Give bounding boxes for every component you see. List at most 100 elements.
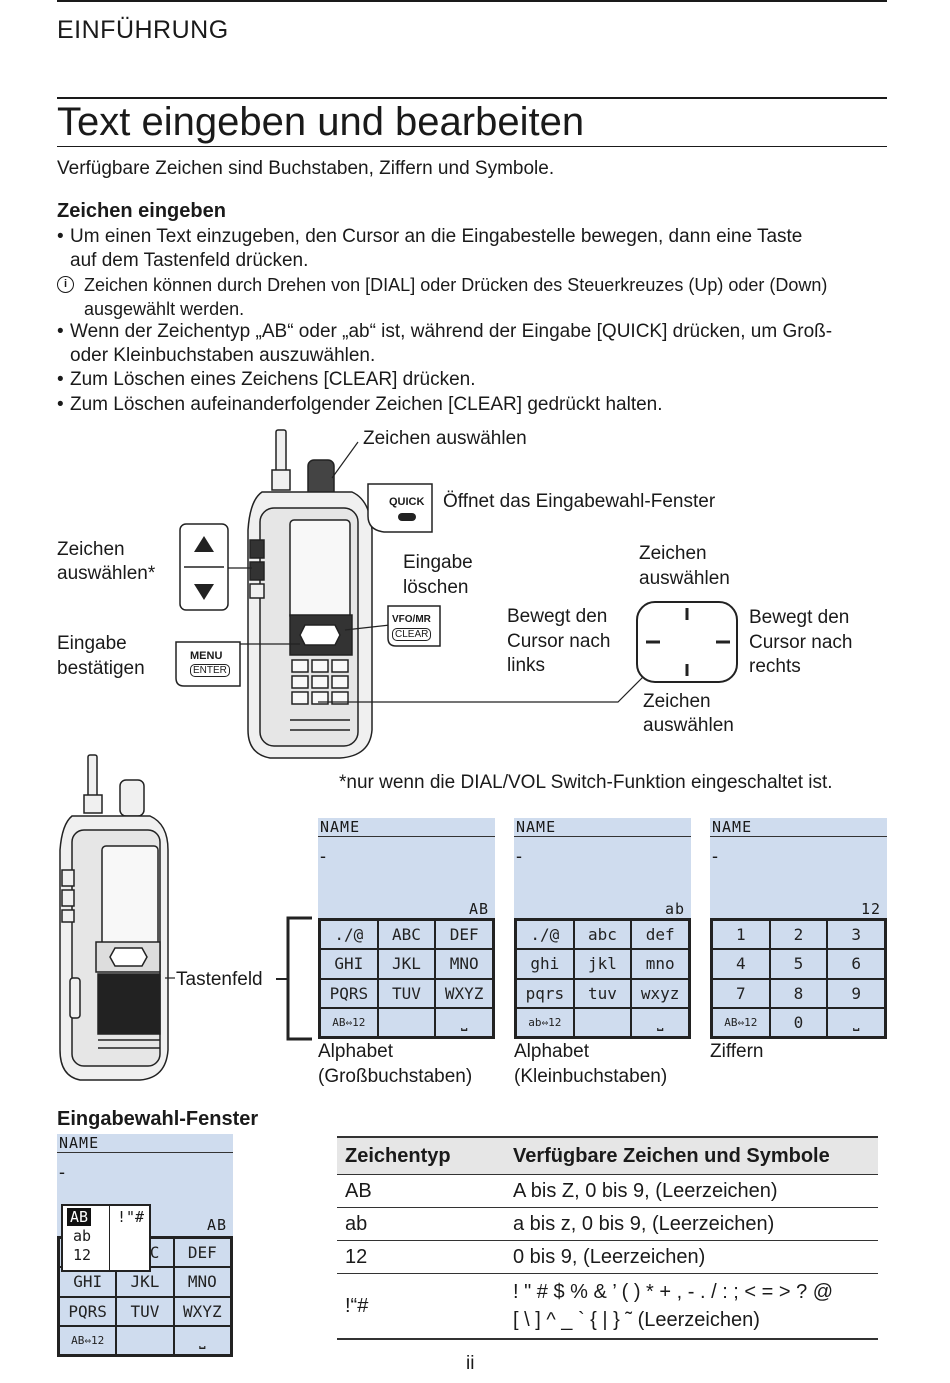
divider xyxy=(710,836,887,837)
right-label-1: Bewegt den xyxy=(749,607,850,628)
key[interactable]: 3 xyxy=(828,921,884,949)
key[interactable]: 5 xyxy=(770,950,827,978)
key[interactable]: JKL xyxy=(117,1268,173,1296)
caption-lowercase-2: (Kleinbuchstaben) xyxy=(514,1066,668,1087)
key[interactable]: PQRS xyxy=(321,979,377,1007)
key[interactable]: PQRS xyxy=(60,1297,116,1325)
title-rule-top xyxy=(57,97,887,99)
mode-switch-key[interactable]: AB⇔12 xyxy=(60,1326,116,1354)
menu-label-1: Eingabe xyxy=(57,633,127,654)
left-label-2: Cursor nach xyxy=(507,631,611,652)
key[interactable]: TUV xyxy=(378,979,435,1007)
key[interactable]: pqrs xyxy=(517,979,573,1007)
popup-option-symbols[interactable]: !"# xyxy=(117,1208,145,1226)
space-key[interactable]: ⎵ xyxy=(828,1008,884,1036)
key[interactable]: 0 xyxy=(770,1008,827,1036)
mode-indicator: AB xyxy=(468,900,489,918)
space-key[interactable]: ⎵ xyxy=(436,1008,492,1036)
popup-option-ab[interactable]: ab xyxy=(73,1227,92,1245)
space-key[interactable]: ⎵ xyxy=(632,1008,688,1036)
mode-switch-key[interactable]: AB⇔12 xyxy=(321,1008,377,1036)
key[interactable]: def xyxy=(632,921,688,949)
clear-label-1: Eingabe xyxy=(403,552,473,573)
quick-label: Öffnet das Eingabewahl-Fenster xyxy=(443,491,716,512)
radio-illustration-small xyxy=(59,754,175,1081)
key[interactable]: ./@ xyxy=(321,921,377,949)
key[interactable]: ghi xyxy=(517,950,573,978)
cursor: - xyxy=(516,846,522,866)
key[interactable] xyxy=(574,1008,631,1036)
lcd-screen-lowercase: NAME - ab ./@ abc def ghi jkl mno pqrs t… xyxy=(514,818,691,1039)
side-label-2: auswählen* xyxy=(57,563,156,584)
chars-line-2: [ \ ] ^ _ ` { | } ˜ (Leerzeichen) xyxy=(513,1309,760,1331)
page-number: ii xyxy=(466,1353,475,1374)
key[interactable]: 4 xyxy=(713,950,769,978)
table-row: AB A bis Z, 0 bis 9, (Leerzeichen) xyxy=(337,1174,878,1208)
left-label-3: links xyxy=(507,655,546,676)
key[interactable]: 9 xyxy=(828,979,884,1007)
key[interactable]: 1 xyxy=(713,921,769,949)
lcd-screen-uppercase: NAME - AB ./@ ABC DEF GHI JKL MNO PQRS T… xyxy=(318,818,495,1039)
key[interactable]: 7 xyxy=(713,979,769,1007)
key[interactable]: MNO xyxy=(174,1268,230,1296)
key[interactable] xyxy=(378,1008,435,1036)
key[interactable]: abc xyxy=(574,921,631,949)
key[interactable]: GHI xyxy=(321,950,377,978)
radio-illustration-large xyxy=(175,429,738,759)
table-row: ab a bis z, 0 bis 9, (Leerzeichen) xyxy=(337,1207,878,1241)
select-window-heading: Eingabewahl-Fenster xyxy=(57,1108,259,1130)
type-select-popup: AB ab 12 !"# xyxy=(61,1204,151,1272)
page-title: Text eingeben und bearbeiten xyxy=(57,100,585,144)
key[interactable]: ABC xyxy=(378,921,435,949)
bullet-dot: • xyxy=(57,369,64,390)
key[interactable]: JKL xyxy=(378,950,435,978)
table-row: !“# ! " # $ % & ’ ( ) * + , - . / : ; < … xyxy=(337,1273,878,1340)
key[interactable]: WXYZ xyxy=(436,979,492,1007)
up-label-2: auswählen xyxy=(639,568,730,589)
type-cell: ab xyxy=(337,1207,505,1241)
clear-label-2: löschen xyxy=(403,577,469,598)
menu-key-label-1: MENU xyxy=(190,650,223,662)
type-cell: !“# xyxy=(337,1273,505,1340)
key[interactable]: 8 xyxy=(770,979,827,1007)
key[interactable]: TUV xyxy=(117,1297,173,1325)
chars-cell: a bis z, 0 bis 9, (Leerzeichen) xyxy=(505,1207,878,1241)
key[interactable]: tuv xyxy=(574,979,631,1007)
mode-switch-key[interactable]: ab⇔12 xyxy=(517,1008,573,1036)
key[interactable]: wxyz xyxy=(632,979,688,1007)
key[interactable]: WXYZ xyxy=(174,1297,230,1325)
menu-key-label-2: ENTER xyxy=(190,664,230,677)
key[interactable]: MNO xyxy=(436,950,492,978)
key[interactable]: 2 xyxy=(770,921,827,949)
clear-key-label-2: CLEAR xyxy=(392,628,432,641)
menu-label-2: bestätigen xyxy=(57,658,145,679)
screen-name-label: NAME xyxy=(59,1134,100,1152)
mode-indicator: ab xyxy=(664,900,685,918)
popup-option-AB[interactable]: AB xyxy=(67,1208,92,1226)
side-label-1: Zeichen xyxy=(57,539,125,560)
mode-switch-key[interactable]: AB⇔12 xyxy=(713,1008,769,1036)
caption-lowercase-1: Alphabet xyxy=(514,1041,590,1062)
key[interactable]: jkl xyxy=(574,950,631,978)
keypad-grid: ./@ ABC DEF GHI JKL MNO PQRS TUV WXYZ AB… xyxy=(318,918,495,1039)
key[interactable]: DEF xyxy=(174,1239,230,1267)
screen-name-label: NAME xyxy=(320,818,361,836)
up-label-1: Zeichen xyxy=(639,543,707,564)
type-cell: 12 xyxy=(337,1240,505,1274)
key[interactable]: ./@ xyxy=(517,921,573,949)
left-label-1: Bewegt den xyxy=(507,606,608,627)
screen-name-label: NAME xyxy=(516,818,557,836)
key[interactable]: mno xyxy=(632,950,688,978)
key[interactable]: DEF xyxy=(436,921,492,949)
key[interactable] xyxy=(117,1326,173,1354)
table-header-row: Zeichentyp Verfügbare Zeichen und Symbol… xyxy=(337,1136,878,1175)
footnote: *nur wenn die DIAL/VOL Switch-Funktion e… xyxy=(339,772,833,793)
caption-uppercase-2: (Großbuchstaben) xyxy=(318,1066,473,1087)
cursor: - xyxy=(712,846,718,866)
bullet-1-line-1: Um einen Text einzugeben, den Cursor an … xyxy=(70,226,803,247)
key[interactable]: GHI xyxy=(60,1268,116,1296)
popup-option-12[interactable]: 12 xyxy=(73,1246,92,1264)
key[interactable]: 6 xyxy=(828,950,884,978)
space-key[interactable]: ⎵ xyxy=(174,1326,230,1354)
type-cell: AB xyxy=(337,1174,505,1208)
